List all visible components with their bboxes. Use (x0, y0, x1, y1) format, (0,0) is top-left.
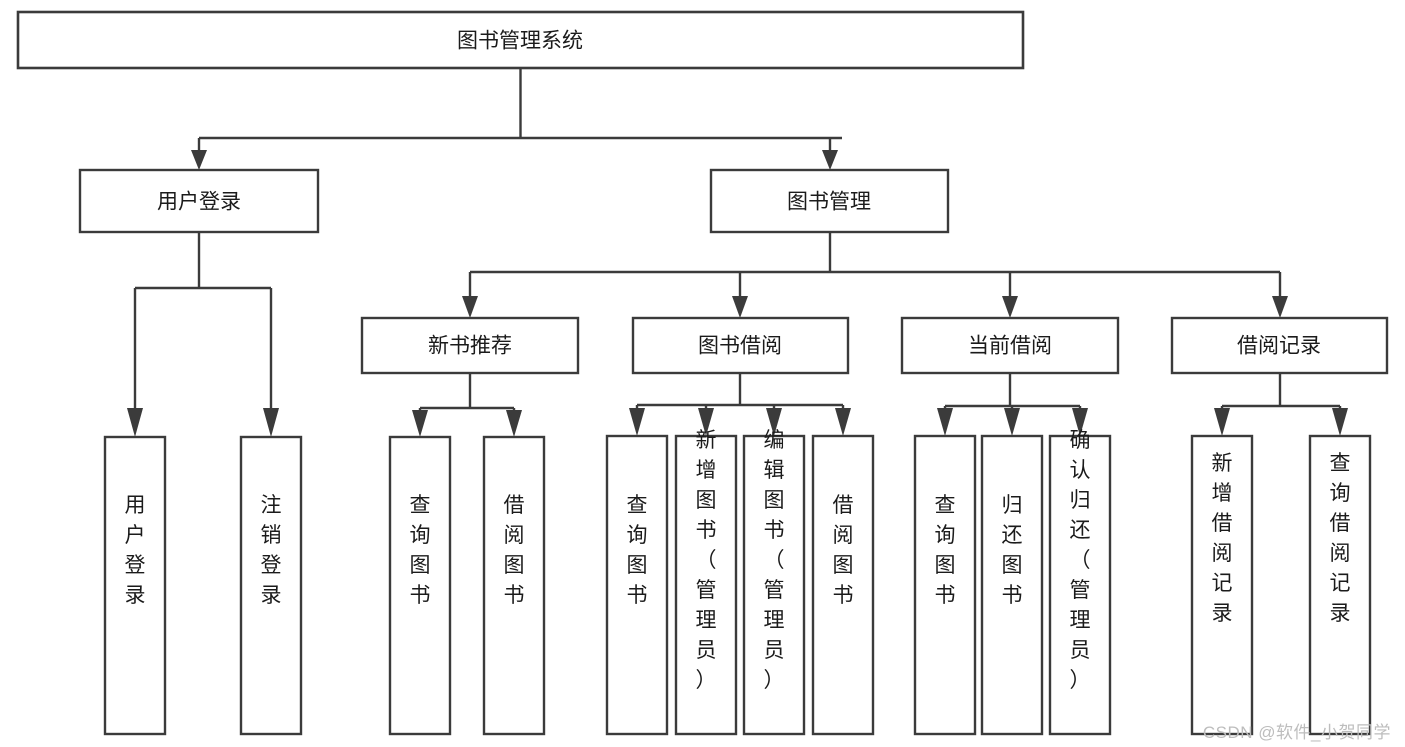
node-bookmgmt-label: 图书管理 (787, 191, 871, 214)
node-leaf13-label: 查询借阅记录 (1330, 452, 1351, 625)
node-leaf5[interactable]: 查询图书 (605, 434, 669, 736)
node-leaf3-box[interactable] (388, 435, 452, 736)
node-borrow-label: 图书借阅 (698, 335, 782, 358)
node-newbook[interactable]: 新书推荐 (360, 316, 580, 375)
node-leaf7[interactable]: 编辑图书（管理员） (742, 429, 806, 736)
arrow-to-leaf13-icon (1332, 408, 1348, 436)
node-leaf12[interactable]: 新增借阅记录 (1190, 434, 1254, 736)
node-newbook-box[interactable] (360, 316, 580, 375)
arrow-to-leaf12-icon (1214, 408, 1230, 436)
node-leaf1-label: 用户登录 (125, 494, 146, 607)
arrow-to-leaf10-icon (1004, 408, 1020, 436)
node-records-label: 借阅记录 (1237, 335, 1321, 358)
node-borrow[interactable]: 图书借阅 (631, 316, 850, 375)
node-root-box[interactable] (16, 10, 1025, 70)
node-bookmgmt-box[interactable] (709, 168, 950, 234)
node-current-box[interactable] (900, 316, 1120, 375)
node-leaf4-label: 借阅图书 (504, 494, 525, 607)
arrow-root-to-login-icon (191, 150, 207, 170)
arrow-to-current-icon (1002, 296, 1018, 318)
arrow-to-leaf6-icon (698, 408, 714, 436)
node-leaf3[interactable]: 查询图书 (388, 435, 452, 736)
node-leaf5-box[interactable] (605, 434, 669, 736)
arrow-to-leaf8-icon (835, 408, 851, 436)
node-leaf7-label: 编辑图书（管理员） (764, 429, 785, 692)
arrow-to-leaf1-icon (127, 408, 143, 437)
node-leaf11[interactable]: 确认归还（管理员） (1048, 429, 1112, 736)
arrow-to-leaf4-icon (506, 410, 522, 437)
node-current[interactable]: 当前借阅 (900, 316, 1120, 375)
node-leaf12-label: 新增借阅记录 (1212, 452, 1233, 625)
connectors (127, 68, 1348, 437)
node-leaf2[interactable]: 注销登录 (239, 435, 303, 736)
arrow-to-leaf3-icon (412, 410, 428, 437)
arrow-to-records-icon (1272, 296, 1288, 318)
node-leaf5-label: 查询图书 (627, 494, 648, 607)
arrow-to-borrow-icon (732, 296, 748, 318)
arrow-to-leaf11-icon (1072, 408, 1088, 436)
node-records[interactable]: 借阅记录 (1170, 316, 1389, 375)
node-login[interactable]: 用户登录 (78, 168, 320, 234)
csdn-watermark: CSDN @软件_小贺同学 (1202, 723, 1391, 742)
node-leaf13-box[interactable] (1308, 434, 1372, 736)
node-leaf9-label: 查询图书 (935, 494, 956, 607)
node-login-box[interactable] (78, 168, 320, 234)
node-leaf6[interactable]: 新增图书（管理员） (674, 429, 738, 736)
node-leaf3-label: 查询图书 (410, 494, 431, 607)
node-leaf2-label: 注销登录 (261, 494, 282, 607)
node-records-box[interactable] (1170, 316, 1389, 375)
node-leaf10-label: 归还图书 (1002, 494, 1023, 607)
arrow-root-to-bookmgmt-icon (822, 150, 838, 170)
node-leaf4-box[interactable] (482, 435, 546, 736)
node-borrow-box[interactable] (631, 316, 850, 375)
node-leaf10-box[interactable] (980, 434, 1044, 736)
arrow-to-leaf2-icon (263, 408, 279, 437)
node-leaf9-box[interactable] (913, 434, 977, 736)
node-bookmgmt[interactable]: 图书管理 (709, 168, 950, 234)
node-leaf11-label: 确认归还（管理员） (1070, 429, 1091, 692)
node-leaf1[interactable]: 用户登录 (103, 435, 167, 736)
node-root[interactable]: 图书管理系统 (16, 10, 1025, 70)
node-leaf10[interactable]: 归还图书 (980, 434, 1044, 736)
node-leaf9[interactable]: 查询图书 (913, 434, 977, 736)
arrow-to-newbook-icon (462, 296, 478, 318)
node-login-label: 用户登录 (157, 191, 241, 214)
node-root-label: 图书管理系统 (457, 30, 583, 53)
node-leaf6-label: 新增图书（管理员） (696, 429, 717, 692)
node-leaf4[interactable]: 借阅图书 (482, 435, 546, 736)
node-leaf8[interactable]: 借阅图书 (811, 434, 875, 736)
arrow-to-leaf7-icon (766, 408, 782, 436)
node-leaf6-box[interactable] (674, 434, 738, 736)
arrow-to-leaf9-icon (937, 408, 953, 436)
node-leaf8-box[interactable] (811, 434, 875, 736)
node-leaf12-box[interactable] (1190, 434, 1254, 736)
node-current-label: 当前借阅 (968, 335, 1052, 358)
node-leaf1-box[interactable] (103, 435, 167, 736)
node-leaf8-label: 借阅图书 (833, 494, 854, 607)
leaf-nodes: 用户登录 注销登录 查询图书 借阅图书 查询图书 新增图书（管理员） (103, 429, 1372, 736)
node-leaf11-box[interactable] (1048, 434, 1112, 736)
node-newbook-label: 新书推荐 (428, 335, 512, 358)
node-leaf13[interactable]: 查询借阅记录 (1308, 434, 1372, 736)
node-leaf7-box[interactable] (742, 434, 806, 736)
node-leaf2-box[interactable] (239, 435, 303, 736)
arrow-to-leaf5-icon (629, 408, 645, 436)
